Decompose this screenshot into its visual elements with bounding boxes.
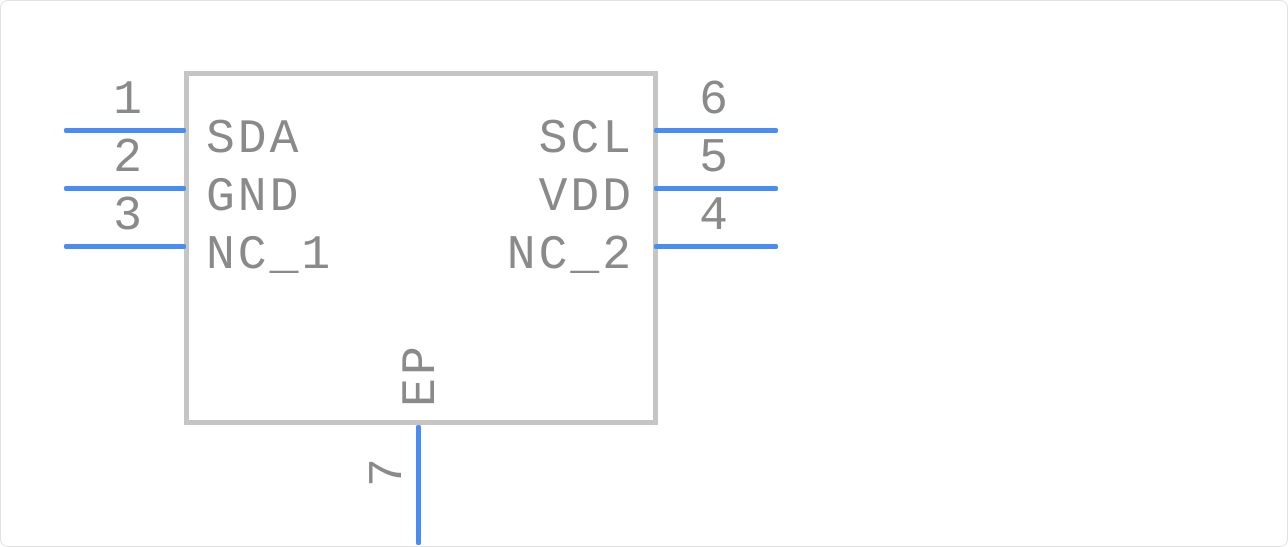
pin-line-7: [416, 425, 421, 545]
pin-line-6: [654, 128, 778, 133]
pin-number-6: 6: [699, 74, 731, 128]
pin-number-7: 7: [362, 455, 416, 487]
symbol-body-outline: [184, 71, 658, 425]
pin-number-4: 4: [699, 190, 731, 244]
pin-line-4: [654, 244, 778, 249]
pin-name-nc1: NC_1: [206, 229, 334, 283]
pin-line-1: [64, 128, 186, 133]
pin-number-3: 3: [113, 190, 145, 244]
pin-number-1: 1: [113, 74, 145, 128]
pin-number-2: 2: [113, 132, 145, 186]
pin-name-sda: SDA: [206, 113, 302, 167]
pin-line-3: [64, 244, 186, 249]
pin-name-gnd: GND: [206, 171, 302, 225]
pin-line-5: [654, 186, 778, 191]
pin-line-2: [64, 186, 186, 191]
pin-name-scl: SCL: [538, 113, 634, 167]
pin-name-nc2: NC_2: [506, 229, 634, 283]
pin-name-vdd: VDD: [538, 171, 634, 225]
pin-number-5: 5: [699, 132, 731, 186]
